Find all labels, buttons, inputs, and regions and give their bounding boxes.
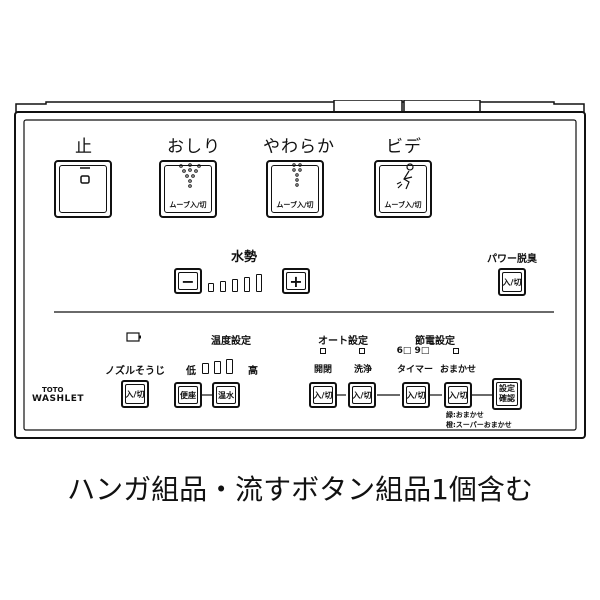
- nozzle-label: ノズルそうじ: [105, 366, 165, 377]
- timer-hours-label: 6□ 9□: [396, 346, 430, 356]
- pressure-level-4: [244, 277, 250, 292]
- timer-label: タイマー: [396, 365, 433, 375]
- nozzle-button[interactable]: 入/切: [121, 380, 149, 408]
- auto-setting-label: オート設定: [318, 336, 368, 347]
- water-pressure-label: 水勢: [230, 250, 257, 265]
- pressure-level-indicator: [208, 270, 278, 292]
- pressure-level-2: [220, 281, 226, 292]
- bidet-icon: [396, 163, 414, 190]
- pressure-plus-button[interactable]: +: [282, 268, 310, 294]
- oshiri-label: おしり: [167, 137, 221, 157]
- note-orange: 橙:スーパーおまかせ: [446, 421, 512, 429]
- omakase-button[interactable]: 入/切: [444, 382, 472, 408]
- temp-level-indicator: [202, 356, 242, 374]
- omakase-label: おまかせ: [439, 365, 476, 375]
- yawaraka-button[interactable]: ムーブ入/切: [266, 160, 324, 218]
- soft-spray-icon: [292, 163, 302, 187]
- stop-button[interactable]: [54, 160, 112, 218]
- stop-label: 止: [75, 137, 93, 157]
- power-save-label: 節電設定: [415, 336, 455, 347]
- omakase-indicator: [453, 348, 459, 354]
- battery-icon: [126, 332, 141, 342]
- brand-toto: TOTO: [42, 386, 64, 394]
- temp-level-3: [226, 359, 233, 374]
- pressure-minus-button[interactable]: −: [174, 268, 202, 294]
- yawaraka-caption: ムーブ入/切: [276, 201, 314, 209]
- bidet-button[interactable]: ムーブ入/切: [374, 160, 432, 218]
- open-close-button[interactable]: 入/切: [309, 382, 337, 408]
- temp-level-1: [202, 363, 209, 374]
- product-note: ハンガ組品・流すボタン組品1個含む: [67, 473, 533, 506]
- note-green: 緑:おまかせ: [446, 411, 484, 419]
- bidet-caption: ムーブ入/切: [384, 201, 422, 209]
- spray-icon: [179, 163, 201, 188]
- temp-high-label: 高: [248, 366, 258, 377]
- pressure-level-3: [232, 279, 238, 292]
- pressure-level-1: [208, 283, 214, 292]
- wash-label: 洗浄: [353, 365, 372, 375]
- bidet-label: ビデ: [386, 137, 422, 157]
- open-close-label: 開閉: [313, 365, 332, 375]
- brand-washlet: WASHLET: [32, 394, 85, 404]
- oshiri-caption: ムーブ入/切: [169, 201, 207, 209]
- pressure-level-5: [256, 274, 262, 292]
- open-close-indicator: [320, 348, 326, 354]
- setting-confirm-button[interactable]: 設定確認: [492, 378, 522, 410]
- timer-button[interactable]: 入/切: [402, 382, 430, 408]
- water-temp-button[interactable]: 温水: [212, 382, 240, 408]
- power-deodorize-button[interactable]: 入/切: [498, 268, 526, 296]
- temp-level-2: [214, 361, 221, 374]
- temp-low-label: 低: [186, 366, 196, 377]
- stop-icon: [80, 167, 90, 184]
- oshiri-button[interactable]: ムーブ入/切: [159, 160, 217, 218]
- wash-indicator: [359, 348, 365, 354]
- seat-temp-button[interactable]: 便座: [174, 382, 202, 408]
- power-deodorize-label: パワー脱臭: [487, 254, 537, 265]
- temperature-label: 温度設定: [211, 336, 251, 347]
- remote-control-panel: 止 おしり やわらか ビデ ムーブ入/切: [14, 100, 586, 440]
- yawaraka-label: やわらか: [263, 137, 335, 157]
- auto-wash-button[interactable]: 入/切: [348, 382, 376, 408]
